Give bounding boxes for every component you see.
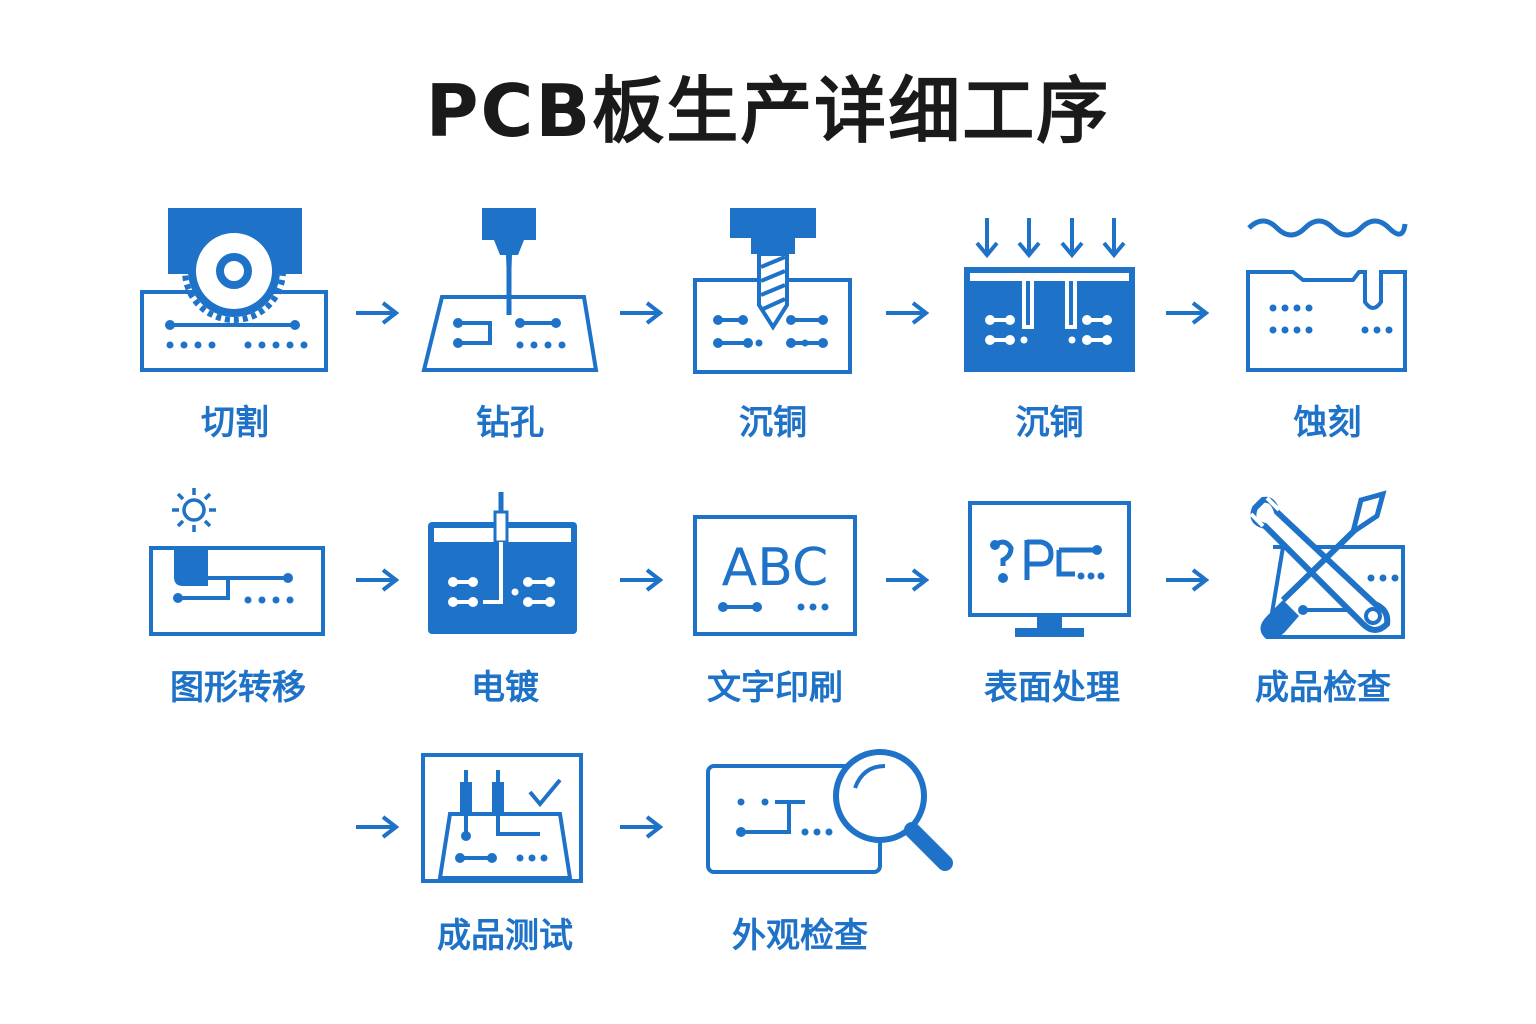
page-title: PCB板生产详细工序 xyxy=(425,69,1111,153)
step-visual-inspection xyxy=(705,748,955,878)
step-copper-2 xyxy=(962,215,1137,375)
step-label: 沉铜 xyxy=(739,403,807,443)
step-label: 蚀刻 xyxy=(1293,403,1362,443)
arrow-icon xyxy=(1162,298,1212,328)
arrow-icon xyxy=(616,812,666,842)
step-label: 图形转移 xyxy=(170,668,306,708)
step-etching xyxy=(1245,210,1410,375)
step-drilling xyxy=(420,205,600,375)
step-label: 沉铜 xyxy=(1015,403,1084,443)
arrow-icon xyxy=(352,812,402,842)
tools-icon xyxy=(1249,490,1405,640)
etching-icon xyxy=(1246,218,1408,372)
step-text-printing: ABC xyxy=(693,515,858,637)
pattern-transfer-icon xyxy=(149,488,325,636)
drill-bit-icon xyxy=(693,208,852,374)
step-surface-treatment xyxy=(967,500,1132,640)
step-pattern-transfer xyxy=(148,482,328,637)
surface-treatment-icon xyxy=(968,501,1131,637)
step-label: 钻孔 xyxy=(476,403,544,443)
step-label: 表面处理 xyxy=(984,668,1120,708)
step-electroplating xyxy=(425,492,580,637)
step-label: 成品测试 xyxy=(437,916,573,956)
step-cutting xyxy=(140,205,330,375)
step-final-inspection xyxy=(1243,490,1408,642)
text-printing-icon: ABC xyxy=(693,515,857,636)
drill-icon xyxy=(421,208,599,372)
arrow-icon xyxy=(882,298,932,328)
step-copper-1 xyxy=(693,205,853,375)
step-product-testing xyxy=(420,752,585,884)
arrow-icon xyxy=(352,565,402,595)
electroplating-icon xyxy=(428,492,577,634)
magnifier-icon xyxy=(706,749,953,874)
step-label: 电镀 xyxy=(471,668,539,708)
saw-cutting-icon xyxy=(140,208,328,372)
step-label: 切割 xyxy=(201,403,269,443)
arrow-icon xyxy=(882,565,932,595)
step-label: 文字印刷 xyxy=(707,668,843,708)
step-label: 外观检查 xyxy=(732,916,868,956)
test-probe-icon xyxy=(421,753,583,883)
arrow-icon xyxy=(352,298,402,328)
print-text: ABC xyxy=(722,538,829,598)
arrow-icon xyxy=(616,565,666,595)
step-label: 成品检查 xyxy=(1255,668,1391,708)
arrow-icon xyxy=(1162,565,1212,595)
copper-deposit-icon xyxy=(964,218,1135,372)
arrow-icon xyxy=(616,298,666,328)
